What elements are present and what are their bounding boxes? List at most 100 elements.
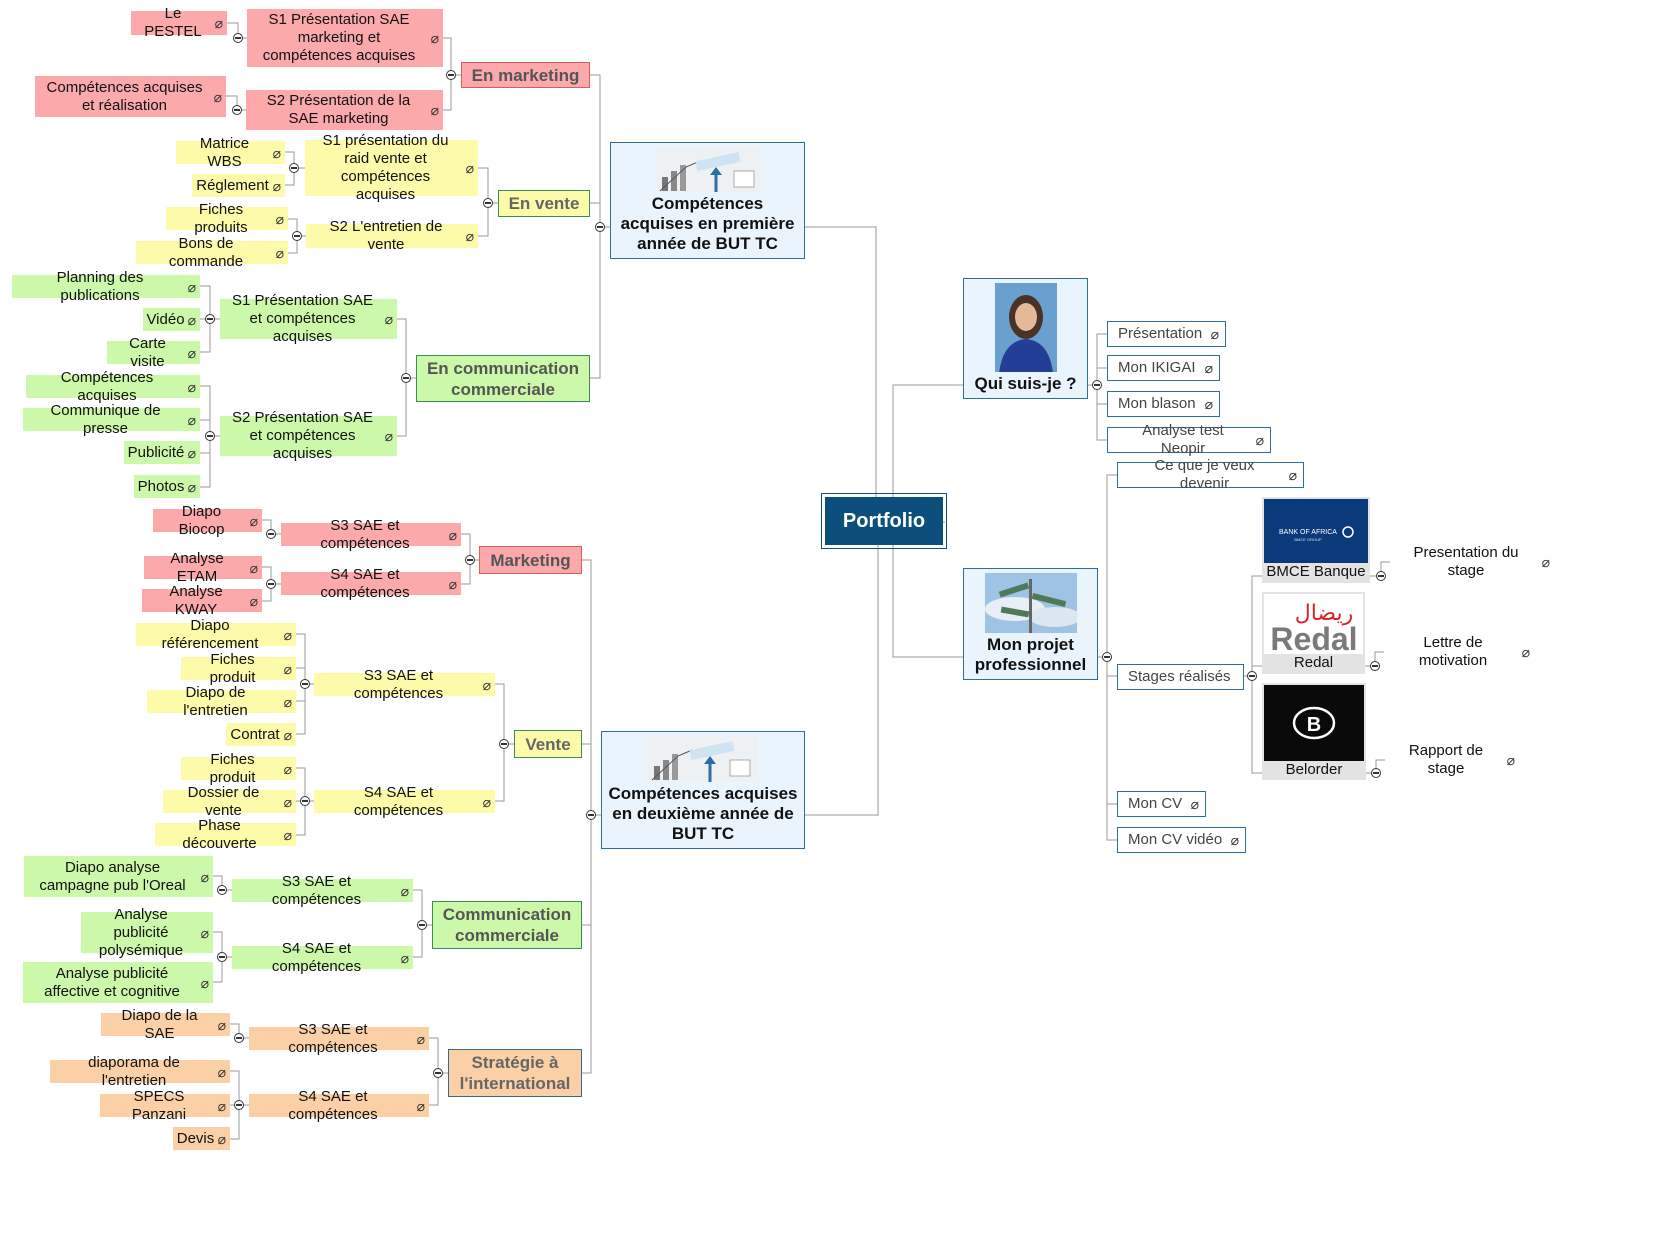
qui-neopir[interactable]: Analyse test Neopir⌀ bbox=[1107, 422, 1271, 457]
leaf-diapo-oreal[interactable]: Diapo analyse campagne pub l'Oreal⌀ bbox=[24, 856, 213, 897]
attachment-icon[interactable]: ⌀ bbox=[448, 575, 457, 592]
collapse-toggle[interactable] bbox=[586, 810, 596, 820]
attachment-icon[interactable]: ⌀ bbox=[283, 626, 292, 643]
collapse-toggle[interactable] bbox=[465, 555, 475, 565]
company-belorder[interactable]: B Belorder bbox=[1262, 683, 1366, 780]
company-redal[interactable]: ريضال Redal Redal bbox=[1262, 592, 1365, 674]
leaf-planning[interactable]: Planning des publications⌀ bbox=[12, 269, 200, 304]
attachment-icon[interactable]: ⌀ bbox=[187, 344, 196, 361]
attachment-icon[interactable]: ⌀ bbox=[430, 102, 439, 118]
attachment-icon[interactable]: ⌀ bbox=[275, 244, 284, 261]
leaf-fiches-produit-1[interactable]: Fiches produit⌀ bbox=[181, 651, 296, 686]
leaf-contrat[interactable]: Contrat⌀ bbox=[226, 723, 296, 746]
branch-en-communication[interactable]: En communication commerciale bbox=[416, 355, 590, 402]
branch-en-vente[interactable]: En vente bbox=[498, 190, 590, 217]
attachment-icon[interactable]: ⌀ bbox=[187, 478, 196, 495]
leaf-communique-presse[interactable]: Communique de presse⌀ bbox=[23, 402, 200, 437]
attachment-icon[interactable]: ⌀ bbox=[200, 974, 209, 991]
attachment-icon[interactable]: ⌀ bbox=[187, 278, 196, 295]
leaf-phase-decouverte[interactable]: Phase découverte⌀ bbox=[155, 817, 296, 852]
attachment-icon[interactable]: ⌀ bbox=[283, 693, 292, 710]
s3-international-node[interactable]: S3 SAE et compétences⌀ bbox=[249, 1021, 429, 1056]
qui-presentation[interactable]: Présentation⌀ bbox=[1107, 321, 1226, 347]
attachment-icon[interactable]: ⌀ bbox=[1204, 396, 1213, 412]
leaf-publicite[interactable]: Publicité⌀ bbox=[124, 441, 200, 464]
branch-vente[interactable]: Vente bbox=[514, 730, 582, 758]
collapse-toggle[interactable] bbox=[499, 739, 509, 749]
leaf-competences-acquises[interactable]: Compétences acquises⌀ bbox=[26, 369, 200, 404]
attachment-icon[interactable]: ⌀ bbox=[416, 1030, 425, 1047]
leaf-reglement[interactable]: Réglement⌀ bbox=[192, 174, 285, 197]
attachment-icon[interactable]: ⌀ bbox=[200, 868, 209, 885]
attachment-icon[interactable]: ⌀ bbox=[200, 924, 209, 941]
attachment-icon[interactable]: ⌀ bbox=[249, 559, 258, 576]
leaf-diapo-referencement[interactable]: Diapo référencement⌀ bbox=[136, 617, 296, 652]
qui-blason[interactable]: Mon blason⌀ bbox=[1107, 391, 1220, 417]
attachment-icon[interactable]: ⌀ bbox=[187, 311, 196, 328]
attachment-icon[interactable]: ⌀ bbox=[1255, 432, 1264, 448]
collapse-toggle[interactable] bbox=[1092, 380, 1102, 390]
collapse-toggle[interactable] bbox=[233, 33, 243, 43]
collapse-toggle[interactable] bbox=[292, 231, 302, 241]
attachment-icon[interactable]: ⌀ bbox=[1210, 326, 1219, 342]
attachment-icon[interactable]: ⌀ bbox=[249, 592, 258, 609]
s1-marketing-node[interactable]: S1 Présentation SAE marketing et compéte… bbox=[247, 9, 443, 67]
leaf-photos[interactable]: Photos⌀ bbox=[134, 475, 200, 498]
attachment-icon[interactable]: ⌀ bbox=[1288, 467, 1297, 483]
qui-suis-je-node[interactable]: Qui suis-je ? bbox=[963, 278, 1088, 399]
leaf-diapo-biocop[interactable]: Diapo Biocop⌀ bbox=[153, 503, 262, 538]
root-node[interactable]: Portfolio bbox=[821, 493, 947, 549]
projet-devenir[interactable]: Ce que je veux devenir⌀ bbox=[1117, 457, 1304, 492]
company-bmce[interactable]: BANK OF AFRICA BMCE GROUP BMCE Banque bbox=[1262, 497, 1370, 583]
collapse-toggle[interactable] bbox=[1376, 571, 1386, 581]
attachment-icon[interactable]: ⌀ bbox=[416, 1097, 425, 1114]
leaf-competences-realisation[interactable]: Compétences acquises et réalisation⌀ bbox=[35, 76, 226, 117]
attachment-icon[interactable]: ⌀ bbox=[400, 949, 409, 966]
s4-marketing-node[interactable]: S4 SAE et compétences⌀ bbox=[281, 566, 461, 601]
attachment-icon[interactable]: ⌀ bbox=[448, 526, 457, 543]
s3-communication-node[interactable]: S3 SAE et compétences⌀ bbox=[232, 873, 413, 908]
attachment-icon[interactable]: ⌀ bbox=[283, 760, 292, 777]
collapse-toggle[interactable] bbox=[266, 529, 276, 539]
attachment-icon[interactable]: ⌀ bbox=[214, 15, 223, 31]
attachment-icon[interactable]: ⌀ bbox=[217, 1063, 226, 1080]
leaf-devis[interactable]: Devis⌀ bbox=[173, 1127, 230, 1150]
collapse-toggle[interactable] bbox=[266, 579, 276, 589]
doc-rapport-stage[interactable]: Rapport de stage⌀ bbox=[1408, 742, 1515, 777]
attachment-icon[interactable]: ⌀ bbox=[400, 882, 409, 899]
attachment-icon[interactable]: ⌀ bbox=[275, 210, 284, 227]
attachment-icon[interactable]: ⌀ bbox=[272, 144, 281, 161]
attachment-icon[interactable]: ⌀ bbox=[283, 826, 292, 843]
s4-vente-node[interactable]: S4 SAE et compétences⌀ bbox=[314, 784, 495, 819]
collapse-toggle[interactable] bbox=[300, 796, 310, 806]
collapse-toggle[interactable] bbox=[446, 70, 456, 80]
projet-cv[interactable]: Mon CV⌀ bbox=[1117, 791, 1206, 817]
attachment-icon[interactable]: ⌀ bbox=[283, 726, 292, 743]
leaf-analyse-kway[interactable]: Analyse KWAY⌀ bbox=[142, 583, 262, 618]
attachment-icon[interactable]: ⌀ bbox=[465, 160, 474, 176]
attachment-icon[interactable]: ⌀ bbox=[187, 444, 196, 461]
attachment-icon[interactable]: ⌀ bbox=[272, 177, 281, 194]
s3-vente-node[interactable]: S3 SAE et compétences⌀ bbox=[314, 667, 495, 702]
leaf-matrice-wbs[interactable]: Matrice WBS⌀ bbox=[176, 135, 285, 170]
collapse-toggle[interactable] bbox=[217, 885, 227, 895]
leaf-specs-panzani[interactable]: SPECS Panzani⌀ bbox=[100, 1088, 230, 1123]
leaf-analyse-affective[interactable]: Analyse publicité affective et cognitive… bbox=[23, 962, 213, 1003]
s2-marketing-node[interactable]: S2 Présentation de la SAE marketing⌀ bbox=[246, 90, 443, 130]
s1-communication-node[interactable]: S1 Présentation SAE et compétences acqui… bbox=[220, 292, 397, 345]
attachment-icon[interactable]: ⌀ bbox=[283, 793, 292, 810]
leaf-fiches-produits[interactable]: Fiches produits⌀ bbox=[166, 201, 288, 236]
leaf-analyse-polysemique[interactable]: Analyse publicité polysémique⌀ bbox=[81, 906, 213, 959]
collapse-toggle[interactable] bbox=[595, 222, 605, 232]
collapse-toggle[interactable] bbox=[205, 431, 215, 441]
attachment-icon[interactable]: ⌀ bbox=[482, 676, 491, 693]
collapse-toggle[interactable] bbox=[1371, 768, 1381, 778]
attachment-icon[interactable]: ⌀ bbox=[465, 228, 474, 244]
branch-en-marketing[interactable]: En marketing bbox=[461, 62, 590, 88]
collapse-toggle[interactable] bbox=[205, 314, 215, 324]
attachment-icon[interactable]: ⌀ bbox=[482, 793, 491, 810]
leaf-bons-commande[interactable]: Bons de commande⌀ bbox=[136, 235, 288, 270]
collapse-toggle[interactable] bbox=[401, 373, 411, 383]
attachment-icon[interactable]: ⌀ bbox=[249, 512, 258, 529]
collapse-toggle[interactable] bbox=[417, 920, 427, 930]
